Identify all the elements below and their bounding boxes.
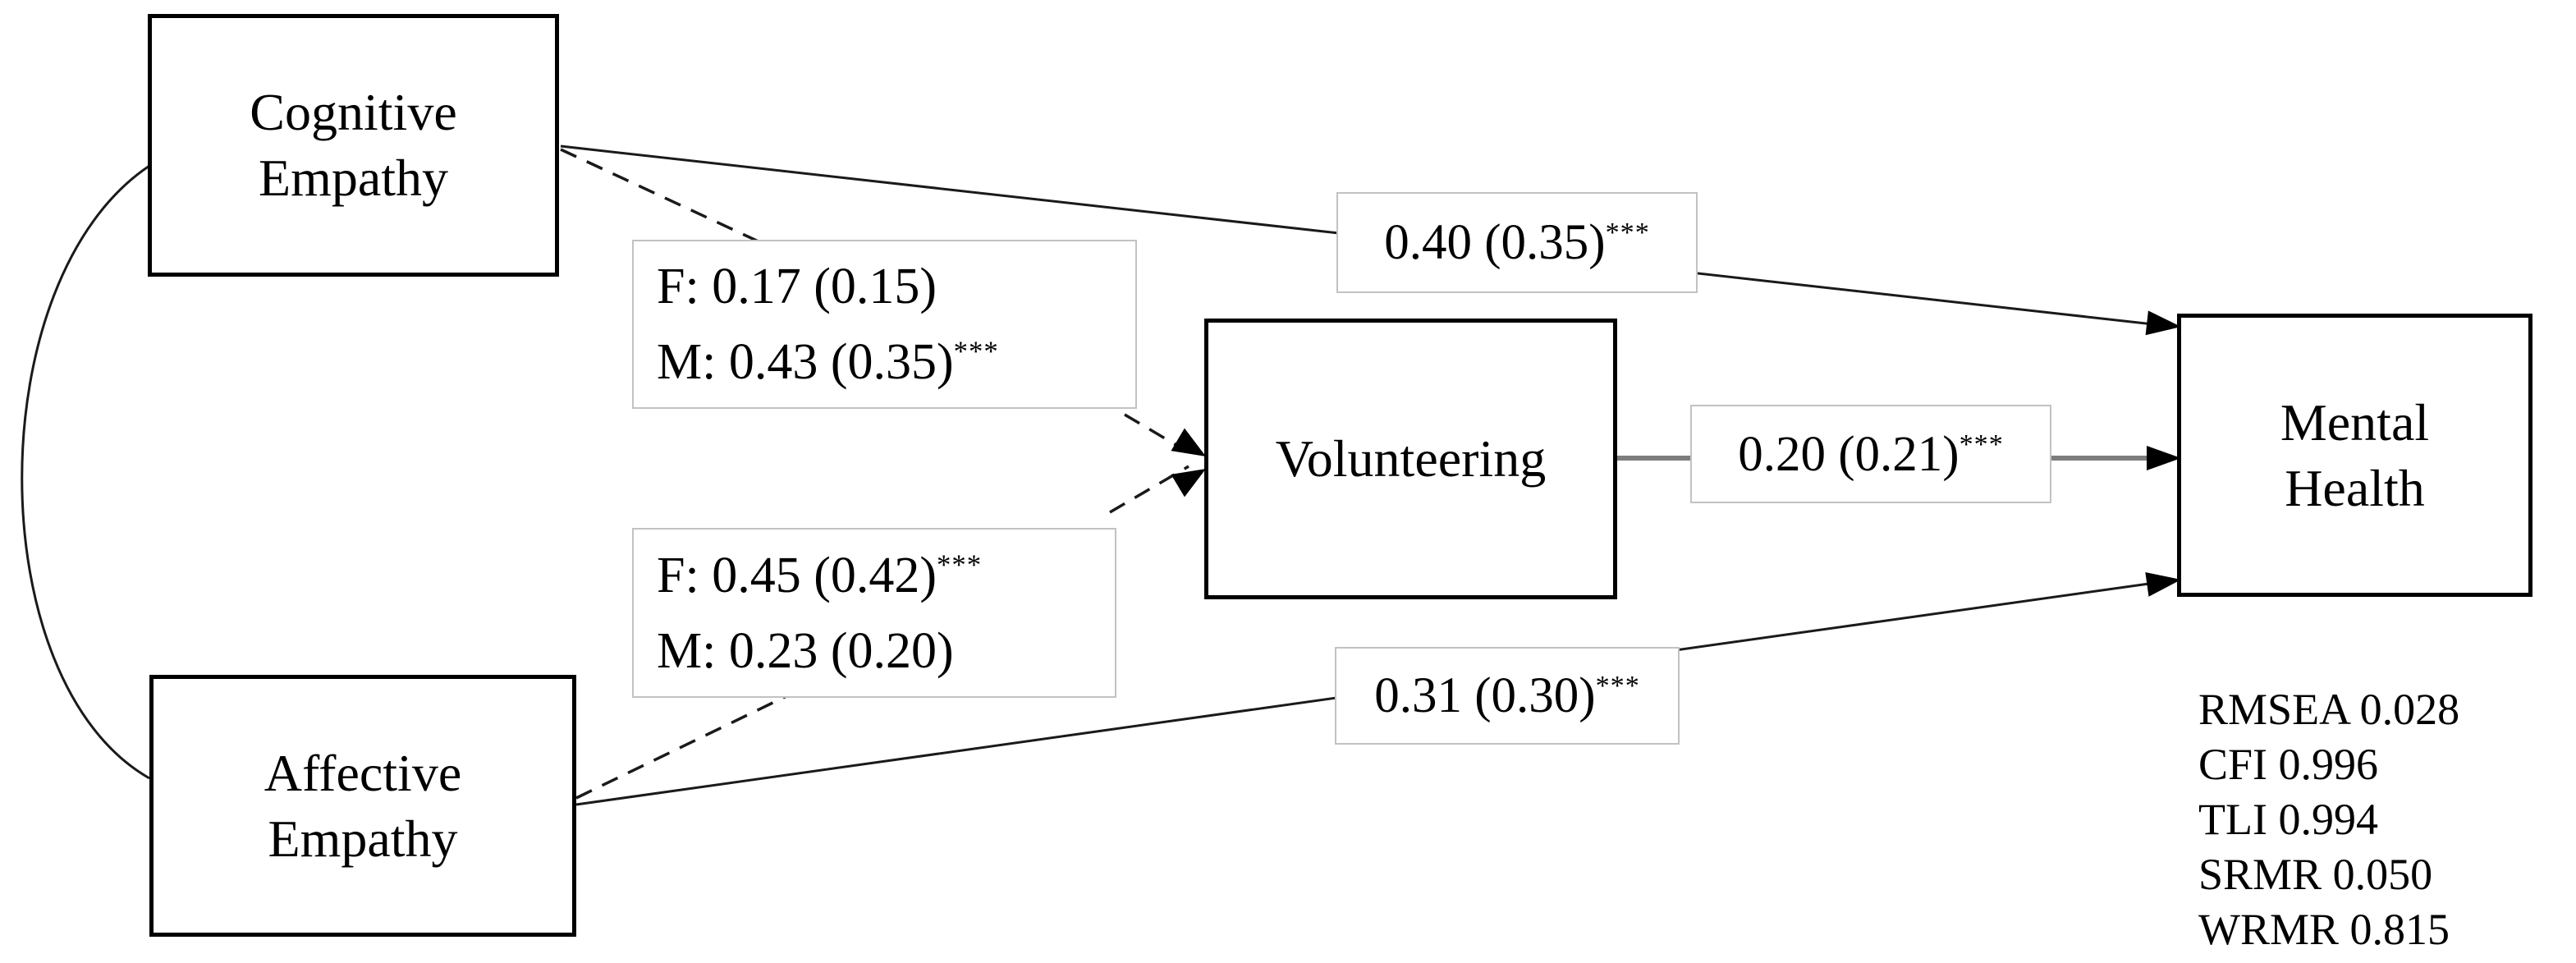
node-cognitive-empathy: Cognitive Empathy: [148, 14, 559, 277]
coefficient-label-affective-to-volunteering: F: 0.45 (0.42)*** M: 0.23 (0.20): [632, 528, 1116, 698]
significance-stars: ***: [953, 335, 999, 368]
coefficient-label-cognitive-to-volunteering: F: 0.17 (0.15) M: 0.43 (0.35)***: [632, 240, 1137, 409]
node-affective-empathy-label-line2: Empathy: [268, 809, 458, 868]
fit-stat-srmr: SRMR 0.050: [2198, 850, 2433, 899]
node-affective-empathy-label-line1: Affective: [264, 743, 462, 802]
arrowhead-cognitive-to-mental: [2145, 310, 2181, 336]
fit-stat-rmsea: RMSEA 0.028: [2198, 685, 2460, 734]
model-fit-statistics: RMSEA 0.028 CFI 0.996 TLI 0.994 SRMR 0.0…: [2198, 682, 2459, 957]
coefficient-label-cognitive-to-mental: 0.40 (0.35)***: [1336, 192, 1698, 293]
node-cognitive-empathy-label-line2: Empathy: [258, 149, 449, 207]
arrowhead-affective-to-volunteering: [1171, 469, 1206, 498]
node-affective-empathy: Affective Empathy: [149, 675, 576, 937]
coefficient-value-female: F: 0.45 (0.42): [657, 547, 937, 603]
coefficient-value-female: F: 0.17 (0.15): [657, 259, 937, 314]
significance-stars: ***: [1605, 217, 1650, 248]
coefficient-value: 0.31 (0.30): [1374, 668, 1596, 723]
fit-stat-wrmr: WRMR 0.815: [2198, 905, 2450, 954]
coefficient-female-row: F: 0.17 (0.15): [657, 249, 937, 324]
coefficient-male-row: M: 0.43 (0.35)***: [657, 324, 999, 400]
coefficient-label-volunteering-to-mental: 0.20 (0.21)***: [1690, 405, 2051, 503]
node-cognitive-empathy-label-line1: Cognitive: [250, 83, 457, 141]
node-volunteering-label: Volunteering: [1275, 429, 1547, 488]
coefficient-value: 0.20 (0.21): [1738, 426, 1960, 482]
significance-stars: ***: [1959, 429, 2004, 460]
fit-stat-tli: TLI 0.994: [2198, 795, 2378, 844]
node-mental-health-label-line2: Health: [2285, 458, 2425, 517]
significance-stars: ***: [937, 548, 983, 580]
coefficient-value-male: M: 0.43 (0.35): [657, 334, 954, 390]
node-mental-health-label-line1: Mental: [2280, 392, 2430, 452]
fit-stat-cfi: CFI 0.996: [2198, 740, 2379, 789]
arrowhead-cognitive-to-volunteering: [1171, 428, 1206, 456]
dashed-line-affective-to-volunteering-a: [575, 693, 791, 800]
dashed-line-cognitive-to-volunteering-a: [560, 148, 763, 245]
correlation-arc-cognitive-affective: [21, 164, 150, 780]
node-volunteering: Volunteering: [1204, 319, 1617, 599]
coefficient-label-affective-to-mental: 0.31 (0.30)***: [1335, 647, 1680, 745]
coefficient-female-row: F: 0.45 (0.42)***: [657, 538, 982, 613]
dashed-line-affective-to-volunteering-b: [1109, 465, 1189, 514]
coefficient-value: 0.40 (0.35): [1384, 215, 1606, 270]
coefficient-value-male: M: 0.23 (0.20): [657, 622, 954, 679]
arrowhead-volunteering-to-mental: [2147, 446, 2181, 470]
coefficient-male-row: M: 0.23 (0.20): [657, 613, 954, 689]
arrowhead-affective-to-mental: [2145, 571, 2181, 597]
significance-stars: ***: [1595, 670, 1640, 701]
node-mental-health: Mental Health: [2177, 314, 2532, 597]
